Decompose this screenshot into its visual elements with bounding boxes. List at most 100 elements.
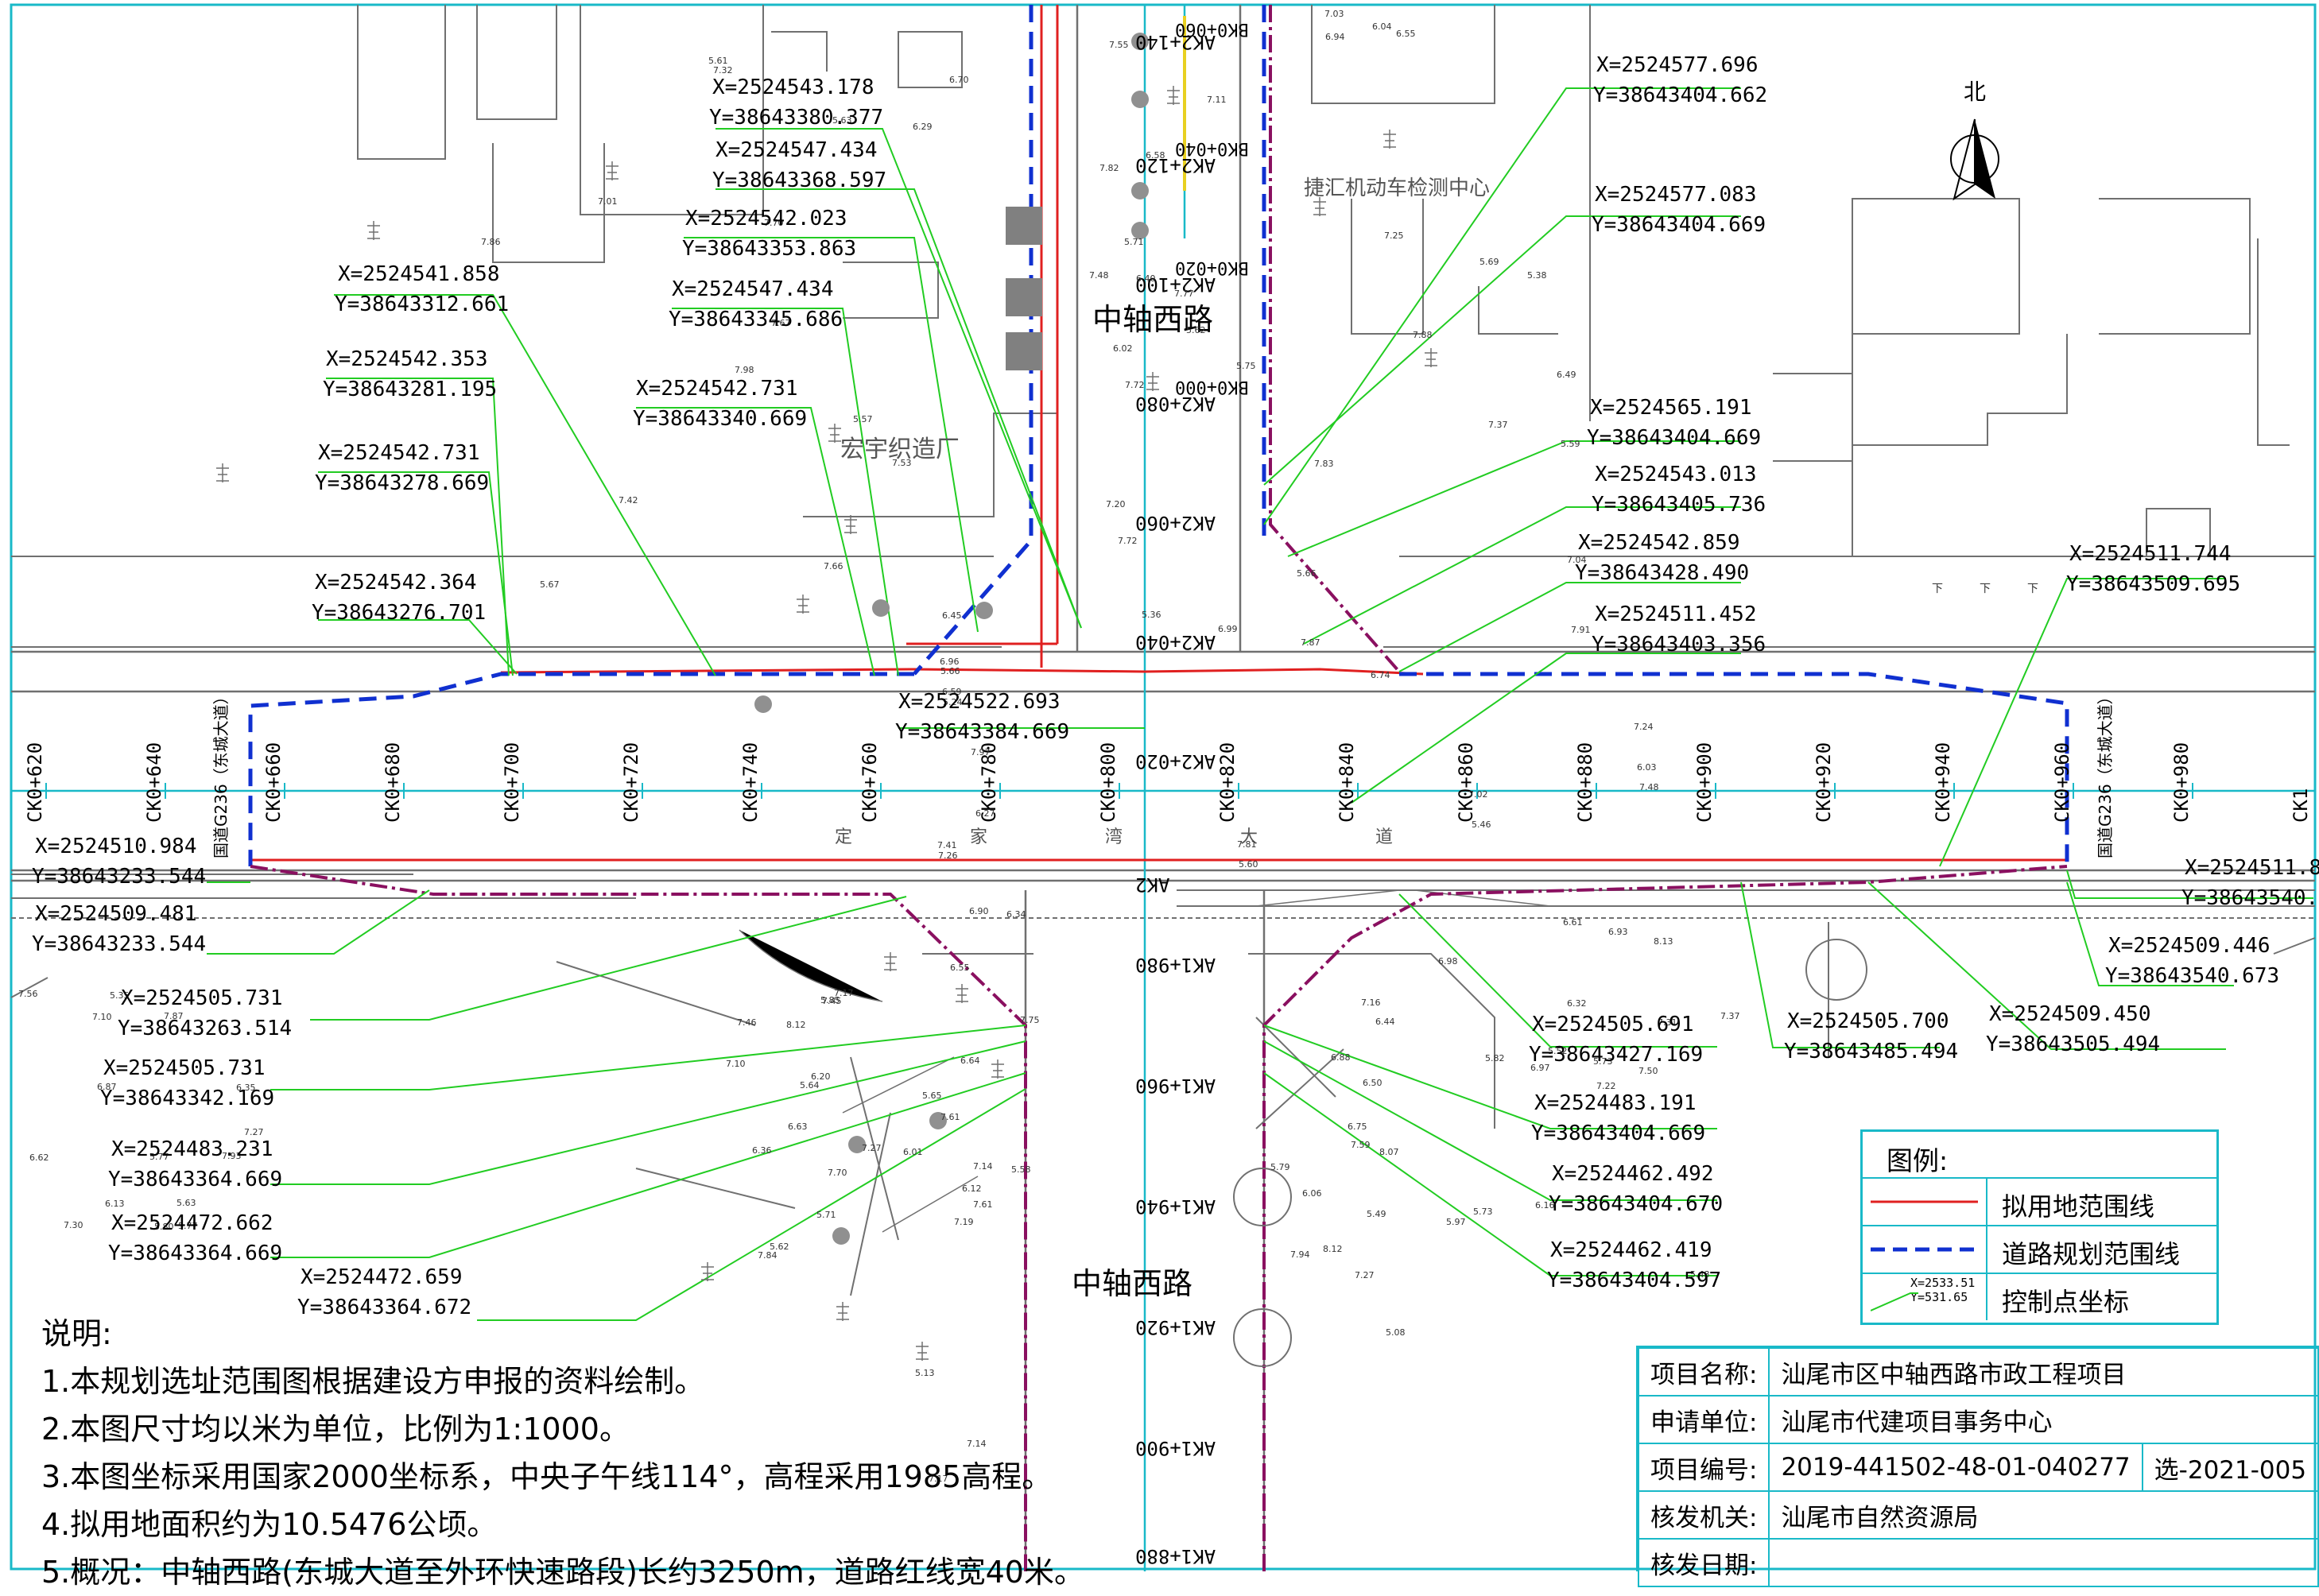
elevation-point: 7.20 [1106,499,1126,509]
north-label: 北 [1964,79,1986,105]
tree-symbol-icon [1146,372,1159,391]
coord-x-label: X=2524462.419 [1550,1238,1712,1262]
chainage-ck-label: CK1 [2290,788,2312,823]
road-edges [11,5,2315,1571]
chainage-bk-label: BK0+000 [1175,377,1249,397]
elevation-point: 7.70 [764,218,784,228]
elevation-point: 7.10 [92,1012,112,1022]
coord-x-label: X=2524542.023 [685,207,847,230]
elevation-point: 6.02 [1113,343,1133,354]
applicant-label: 申请单位: [1637,1395,1770,1444]
chainage-ck-label: CK0+800 [1097,742,1119,823]
issuer: 汕尾市自然资源局 [1768,1490,2319,1540]
elevation-point: 6.50 [1363,1078,1382,1088]
elevation-point: 7.14 [967,1439,987,1449]
tree-symbol-icon [991,1059,1004,1079]
tree-symbol-stroke [1425,348,1437,367]
elevation-point: 5.69 [1479,257,1499,267]
dingjia-char: 道 [1375,827,1393,847]
chainage-ck-label: CK0+660 [262,742,285,823]
chainage-ticks [45,783,2193,799]
chainage-ak-label: AK2+100 [1135,273,1216,296]
coord-x-label: X=2524510.984 [35,835,197,858]
legend-row-land: 拟用地范围线 [1863,1177,2216,1225]
coord-x-label: X=2524472.659 [301,1265,463,1289]
elevation-point: 6.04 [1372,21,1392,32]
dingjia-road-label: 定家湾大道 [835,827,1393,847]
tree-symbol-icon [916,1342,929,1361]
tree-symbol-stroke [828,424,841,443]
coord-y-label: Y=38643276.701 [312,601,486,625]
title-block: 项目名称: 汕尾市区中轴西路市政工程项目 申请单位: 汕尾市代建项目事务中心 项… [1636,1346,2319,1587]
coord-leaders [207,87,2313,1321]
elevation-point: 5.77 [149,1152,169,1162]
legend-title: 图例: [1887,1145,1949,1176]
project-no: 2019-441502-48-01-040277 [1768,1443,2143,1492]
elevation-point: 7.53 [892,458,912,468]
elevation-point: 5.79 [1270,1162,1290,1172]
tree-symbol-icon [216,86,1437,1361]
coord-x-label: X=2524505.691 [1532,1013,1694,1036]
elevation-point: 6.44 [1375,1017,1395,1027]
chainage-ck-label: CK0+700 [501,742,523,823]
elevation-point: 7.42 [619,495,638,506]
legend-red-line-icon [1871,1200,1978,1203]
elevation-point: 5.60 [1239,859,1258,870]
coord-x-label: X=2524483.191 [1534,1091,1697,1115]
tree-symbol-stroke [606,161,619,180]
elevation-point: 5.62 [1186,325,1206,335]
elevation-point: 5.46 [1472,819,1491,830]
elevation-point: 6.93 [1608,927,1628,937]
coord-x-label: X=2524511.829 [2185,856,2319,880]
chainage-ck-label: CK0+940 [1932,742,1954,823]
coord-x-label: X=2524511.452 [1595,602,1757,626]
coord-x-label: X=2524462.492 [1552,1162,1714,1186]
elevation-point: 5.49 [1367,1209,1386,1219]
elevation-point: 6.88 [1331,1052,1351,1063]
tree-symbol-icon [836,1302,849,1321]
elevation-point: 7.16 [1361,998,1381,1008]
note-3: 3.本图坐标采用国家2000坐标系，中央子午线114°，高程采用1985高程。 [41,1459,1053,1494]
elevation-point: 8.12 [1323,1244,1343,1254]
chainage-ck-label: CK0+900 [1693,742,1716,823]
elevation-point: 7.86 [481,237,501,247]
elevation-point: 7.59 [1351,1140,1371,1150]
chainage-ak-label: AK2+140 [1135,31,1216,53]
chainage-ak-label: AK1+920 [1135,1316,1216,1338]
elevation-point: 5.63 [832,115,852,126]
coord-x-label: X=2524505.700 [1787,1009,1949,1033]
issuer-label: 核发机关: [1637,1490,1770,1540]
chainage-ck-label: CK0+760 [859,742,881,823]
tree-symbol-stroke [844,515,857,534]
tree-symbol-stroke [836,1302,849,1321]
issue-date-label: 核发日期: [1637,1538,1770,1587]
drawing-border [10,3,2317,1571]
project-name: 汕尾市区中轴西路市政工程项目 [1768,1347,2319,1396]
elevation-point: 7.22 [1596,1081,1616,1091]
chainage-ck-label: CK0+620 [24,742,46,823]
coord-y-label: Y=38643404.670 [1549,1192,1723,1216]
tree-symbol-icon [1167,86,1180,105]
elevation-point: 7.61 [973,1199,993,1210]
elevation-point: 7.91 [1571,625,1591,635]
coord-x-label: X=2524541.858 [338,262,500,286]
elevation-point: 6.96 [940,657,960,667]
coord-x-label: X=2524505.731 [121,986,283,1010]
chainage-ck-label: CK0+740 [739,742,762,823]
elevation-point: 6.74 [1371,670,1390,680]
chainage-ck-label: CK0+880 [1574,742,1596,823]
coord-y-label: Y=38643364.669 [108,1242,282,1265]
tree-symbol-stroke [1167,86,1180,105]
chainage-ck-label: CK0+840 [1336,742,1358,823]
elevation-point: 6.63 [788,1121,808,1132]
coord-y-label: Y=38643281.195 [323,378,497,401]
guodao-right: 国道G236（东城大道） [2096,688,2115,858]
coord-y-label: Y=38643340.669 [633,407,807,431]
road-plan-boundary-purple [250,5,2068,1571]
elevation-point: 7.77 [1174,289,1194,299]
elevation-point: 5.67 [540,579,560,590]
elevation-point: 7.46 [737,1017,757,1028]
elevation-point: 7.48 [1089,270,1109,281]
legend-label-road: 道路规划范围线 [2002,1239,2181,1269]
